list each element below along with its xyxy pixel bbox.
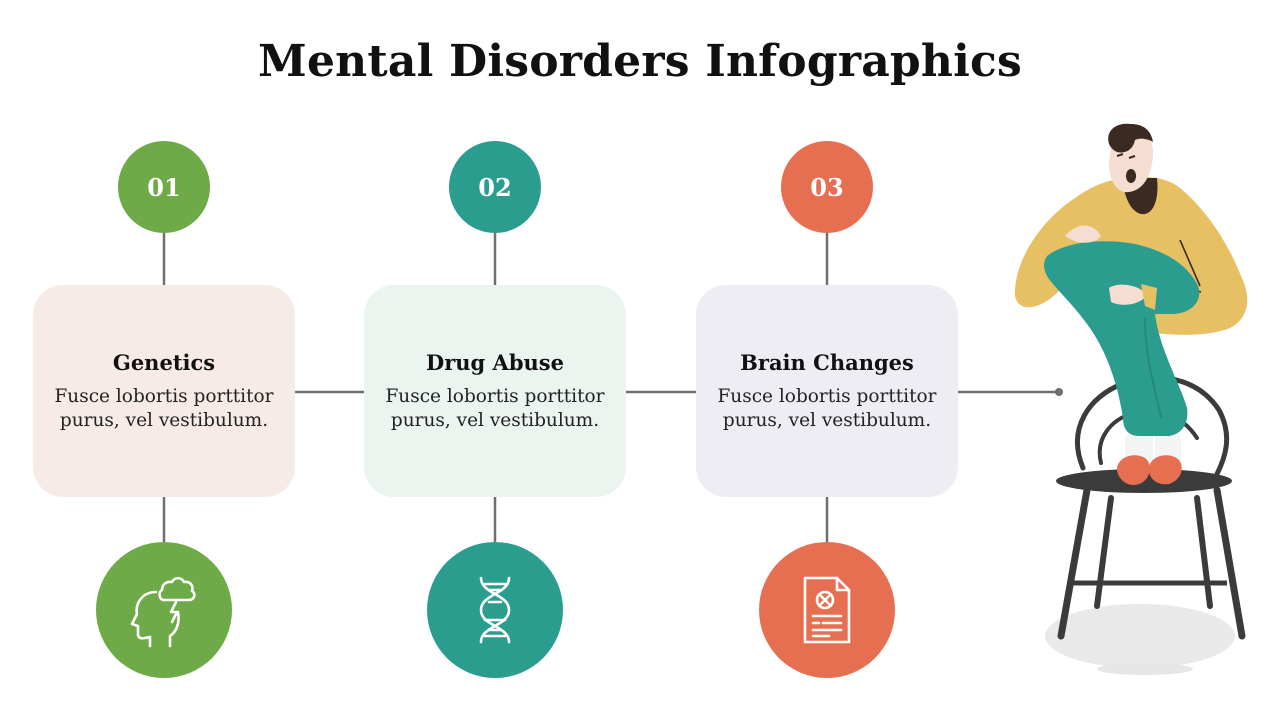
connector-end-dot: [1055, 388, 1063, 396]
step-card-drug-abuse: Drug Abuse Fusce lobortis porttitor puru…: [364, 285, 626, 497]
page-title: Mental Disorders Infographics: [258, 36, 1022, 87]
step-icon-badge: [759, 542, 895, 678]
step-description: Fusce lobortis porttitor purus, vel vest…: [717, 385, 937, 431]
step-title: Brain Changes: [740, 349, 914, 375]
step-title: Drug Abuse: [426, 349, 564, 375]
step-icon-badge: [96, 542, 232, 678]
step-description: Fusce lobortis porttitor purus, vel vest…: [385, 385, 605, 431]
step-number-badge: 02: [449, 141, 541, 233]
stressed-man-on-chair-illustration: [1014, 123, 1248, 675]
step-card-genetics: Genetics Fusce lobortis porttitor purus,…: [33, 285, 295, 497]
dna-icon: [479, 576, 511, 644]
step-icon-badge: [427, 542, 563, 678]
head-storm-icon: [130, 576, 196, 648]
step-number-badge: 01: [118, 141, 210, 233]
step-description: Fusce lobortis porttitor purus, vel vest…: [54, 385, 274, 431]
step-card-brain-changes: Brain Changes Fusce lobortis porttitor p…: [696, 285, 958, 497]
step-number-badge: 03: [781, 141, 873, 233]
medical-report-icon: [803, 576, 851, 644]
step-title: Genetics: [112, 349, 216, 375]
